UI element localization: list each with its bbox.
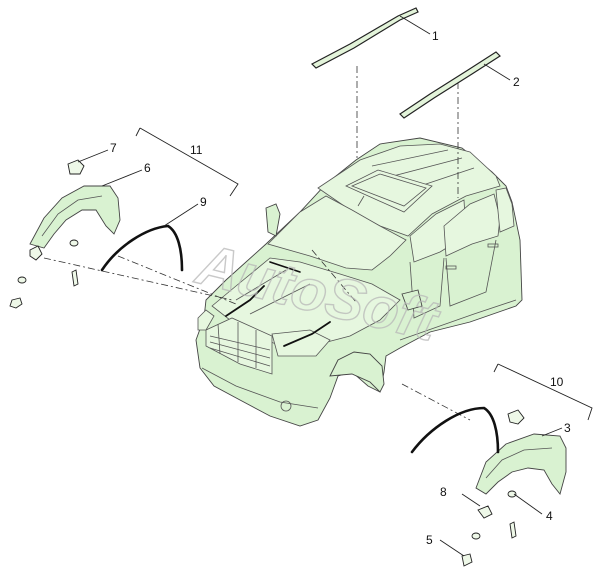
rear-flare-fasteners[interactable] xyxy=(461,409,525,567)
mirror-right xyxy=(401,289,423,311)
fog-light xyxy=(280,400,292,412)
vehicle-body xyxy=(195,137,523,427)
callout-5: 5 xyxy=(426,533,433,547)
roof-rail-molding-right[interactable] xyxy=(399,51,501,119)
callout-6: 6 xyxy=(144,161,151,175)
rear-arch-seal[interactable] xyxy=(410,406,500,454)
callout-labels: 1 2 3 4 5 6 7 8 9 10 11 xyxy=(110,29,571,547)
callout-2: 2 xyxy=(513,75,520,89)
front-arch-seal[interactable] xyxy=(100,224,184,272)
callout-10: 10 xyxy=(550,375,564,389)
windshield xyxy=(267,195,407,271)
callout-7: 7 xyxy=(110,141,117,155)
sunroof xyxy=(345,169,433,213)
callout-11: 11 xyxy=(190,143,203,157)
front-wheel-arch-flare[interactable] xyxy=(29,185,121,249)
front-flare-clip[interactable] xyxy=(67,159,85,175)
callout-3: 3 xyxy=(564,421,571,435)
callout-8: 8 xyxy=(440,485,447,499)
callout-9: 9 xyxy=(200,195,207,209)
leader-lines xyxy=(77,15,593,557)
rear-wheel-arch-flare[interactable] xyxy=(475,433,567,495)
headlight-right xyxy=(271,329,331,357)
headlight-left xyxy=(197,309,215,331)
mirror-left xyxy=(265,203,281,237)
grille xyxy=(205,317,273,375)
callout-1: 1 xyxy=(432,29,439,43)
front-flare-fasteners[interactable] xyxy=(9,239,79,309)
roof-rail-molding-left[interactable] xyxy=(310,7,419,69)
callout-4: 4 xyxy=(546,509,553,523)
